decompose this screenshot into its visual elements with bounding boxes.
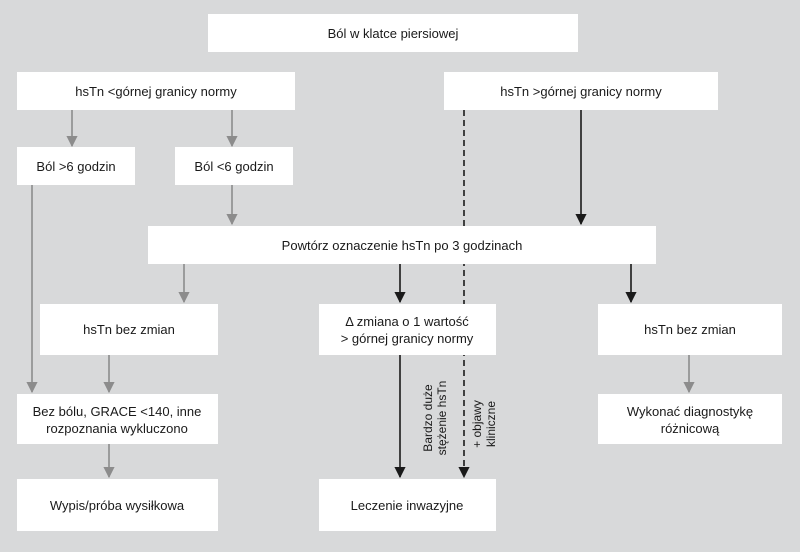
node-delta-change-line2: > górnej granicy normy <box>341 331 474 346</box>
node-discharge: Wypis/próba wysiłkowa <box>17 479 218 531</box>
node-chest-pain-label: Ból w klatce piersiowej <box>328 26 459 41</box>
connectors <box>26 110 695 479</box>
label-high-concentration-line1: Bardzo duże <box>421 384 435 452</box>
node-hstn-unchanged-right-label: hsTn bez zmian <box>644 322 736 337</box>
node-pain-over-6h-label: Ból >6 godzin <box>36 159 115 174</box>
node-pain-under-6h: Ból <6 godzin <box>175 147 293 185</box>
node-no-pain-line2: rozpoznania wykluczono <box>46 421 188 436</box>
node-invasive: Leczenie inwazyjne <box>319 479 496 531</box>
node-hstn-unchanged-right: hsTn bez zmian <box>598 304 782 355</box>
label-clinical-symptoms-line1: + objawy <box>470 400 484 448</box>
node-differential: Wykonać diagnostykę różnicową <box>598 394 782 444</box>
node-differential-line1: Wykonać diagnostykę <box>627 404 753 419</box>
node-chest-pain: Ból w klatce piersiowej <box>208 14 578 52</box>
node-hstn-above-label: hsTn >górnej granicy normy <box>500 84 662 99</box>
node-pain-over-6h: Ból >6 godzin <box>17 147 135 185</box>
node-invasive-label: Leczenie inwazyjne <box>351 498 464 513</box>
label-clinical-symptoms: + objawy kliniczne <box>470 400 498 448</box>
node-repeat-test-label: Powtórz oznaczenie hsTn po 3 godzinach <box>282 238 523 253</box>
node-hstn-below-label: hsTn <górnej granicy normy <box>75 84 237 99</box>
node-no-pain-line1: Bez bólu, GRACE <140, inne <box>33 404 202 419</box>
node-pain-under-6h-label: Ból <6 godzin <box>194 159 273 174</box>
node-repeat-test: Powtórz oznaczenie hsTn po 3 godzinach <box>148 226 656 264</box>
label-high-concentration: Bardzo duże stężenie hsTn <box>421 381 449 456</box>
node-no-pain: Bez bólu, GRACE <140, inne rozpoznania w… <box>17 394 218 444</box>
node-hstn-below: hsTn <górnej granicy normy <box>17 72 295 110</box>
node-delta-change: Δ zmiana o 1 wartość > górnej granicy no… <box>319 304 496 355</box>
label-high-concentration-line2: stężenie hsTn <box>435 381 449 456</box>
node-hstn-unchanged-left: hsTn bez zmian <box>40 304 218 355</box>
node-hstn-above: hsTn >górnej granicy normy <box>444 72 718 110</box>
node-delta-change-line1: Δ zmiana o 1 wartość <box>345 314 469 329</box>
node-hstn-unchanged-left-label: hsTn bez zmian <box>83 322 175 337</box>
node-differential-line2: różnicową <box>661 421 720 436</box>
label-clinical-symptoms-line2: kliniczne <box>484 401 498 447</box>
node-discharge-label: Wypis/próba wysiłkowa <box>50 498 185 513</box>
